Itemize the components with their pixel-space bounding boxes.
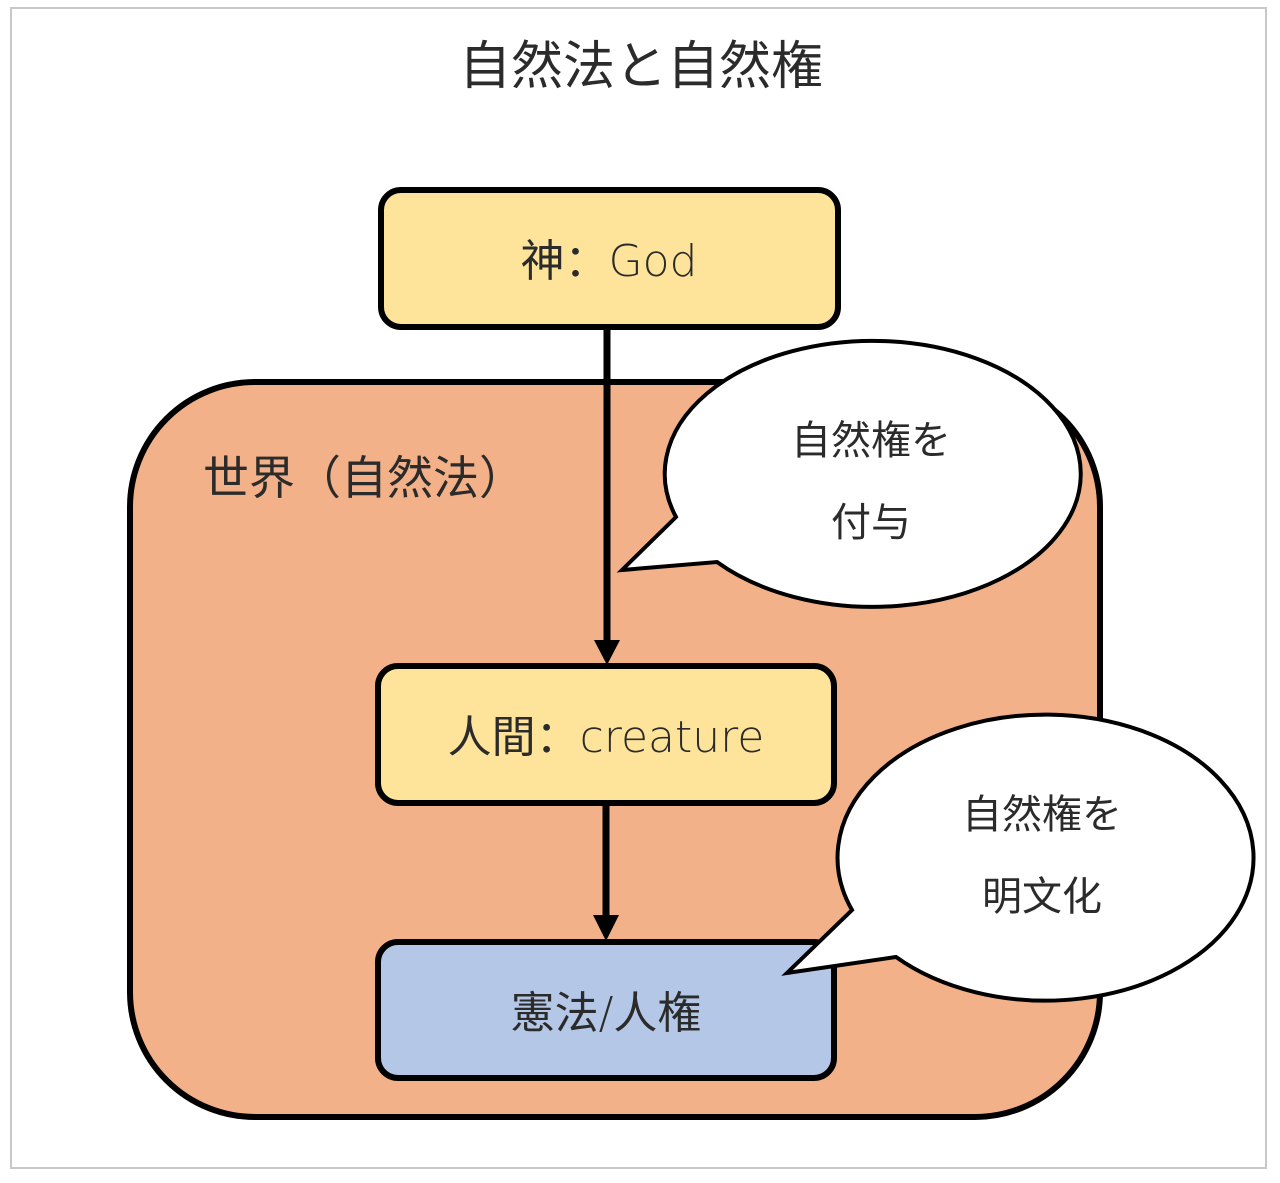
node-god-label: 神：God <box>521 236 698 287</box>
node-constitution: 憲法/人権 <box>375 939 837 1081</box>
node-constitution-label: 憲法/人権 <box>511 988 702 1039</box>
diagram-title: 自然法と自然権 <box>459 37 823 97</box>
node-human: 人間：creature <box>375 663 837 806</box>
callout-grant-line1: 自然権を <box>791 418 951 464</box>
node-human-label: 人間：creature <box>448 712 765 763</box>
callout-grant-line2: 付与 <box>831 500 911 546</box>
arrowhead-human-to-constitution <box>593 915 619 941</box>
callout-codify-natural-rights: 自然権を 明文化 <box>781 712 1256 1003</box>
node-god: 神：God <box>378 187 841 330</box>
callout-codify-line2: 明文化 <box>982 874 1102 920</box>
callout-grant-natural-rights: 自然権を 付与 <box>616 338 1083 609</box>
callout-bubble-shape <box>616 338 1083 609</box>
arrowhead-god-to-human <box>594 640 620 665</box>
callout-bubble-shape <box>781 712 1256 1003</box>
world-label: 世界（自然法） <box>203 451 525 505</box>
callout-codify-line1: 自然権を <box>962 792 1122 838</box>
